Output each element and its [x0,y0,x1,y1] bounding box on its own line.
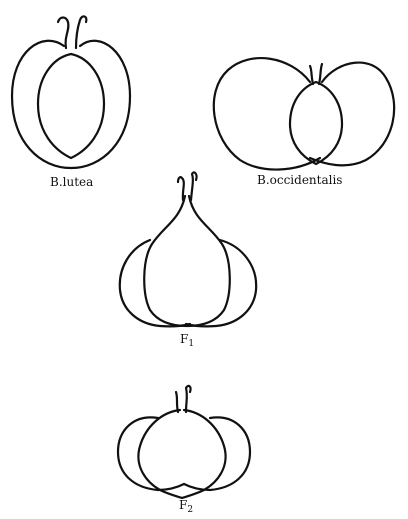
b-occidentalis-seed-outline [290,82,342,164]
f1-style-right [191,172,197,200]
f2-label-subscript: 2 [187,505,193,515]
b-lutea-fruit-drawing [12,16,130,168]
f1-seed-outline [144,196,230,326]
f2-style-right [186,386,191,412]
f1-left-lobe [120,240,190,326]
b-occidentalis-right-lobe [310,63,394,166]
f1-style-left [178,177,184,200]
f2-style-left [176,392,178,412]
f2-label: F2 [179,498,193,512]
f1-label-subscript: 1 [188,339,194,349]
b-occidentalis-label: B.occidentalis [257,173,342,187]
b-occidentalis-left-lobe [214,58,320,169]
f2-fruit-drawing [118,386,250,498]
f1-label: F1 [180,332,194,346]
b-lutea-wing-outline [12,41,130,168]
f1-fruit-drawing [120,172,256,326]
b-occidentalis-fruit-drawing [214,58,394,169]
b-lutea-label: B.lutea [50,175,93,189]
f2-left-lobe [118,417,184,490]
b-lutea-seed-outline [38,54,104,158]
